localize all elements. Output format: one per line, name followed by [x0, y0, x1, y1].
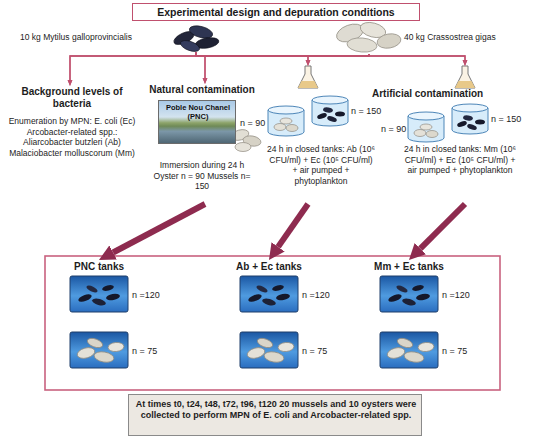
- group-heading: Ab + Ec tanks: [224, 261, 314, 273]
- flask-liquid: [455, 81, 475, 88]
- mussel-illustration: [172, 24, 220, 54]
- sample-size: n = 90: [240, 118, 265, 129]
- group-heading: PNC tanks: [54, 261, 144, 273]
- title-box: Experimental design and depuration condi…: [132, 3, 420, 21]
- tank-cylinder: [312, 96, 348, 126]
- sample-size: n = 150: [351, 106, 381, 117]
- flask-icon: [455, 66, 475, 88]
- transfer-arrow: [420, 204, 465, 249]
- sample-size: n = 90: [381, 124, 406, 135]
- flow-arrow: [196, 52, 205, 78]
- flask-outline: [455, 66, 475, 88]
- method-column: 24 h in closed tanks: Ab (10⁶ CFU/ml) + …: [262, 66, 380, 204]
- group-heading: Mm + Ec tanks: [364, 261, 454, 273]
- oyster-load: [76, 337, 124, 364]
- mussel-shell: [466, 123, 477, 131]
- tank-group: PNC tanksn =120n = 75: [62, 260, 188, 386]
- transfer-arrow: [113, 204, 205, 253]
- flow-arrow: [70, 54, 369, 80]
- oyster-shell: [420, 124, 432, 130]
- diagram-title: Experimental design and depuration condi…: [157, 6, 394, 18]
- depuration-tank: [380, 332, 438, 368]
- sample-size: n =120: [302, 290, 358, 301]
- tank-cylinder: [452, 104, 488, 134]
- tank-rim: [268, 106, 304, 114]
- transfer-arrow: [278, 204, 308, 247]
- oyster-shell: [346, 37, 377, 54]
- tank-rim: [312, 96, 348, 104]
- mussel-shell: [316, 112, 327, 120]
- sampling-note: At times t0, t24, t48, t72, t96, t120 20…: [133, 399, 419, 421]
- photo-caption: Poble Nou Chanel (PNC): [161, 103, 235, 121]
- tank-rim: [408, 112, 444, 120]
- oyster-shell: [286, 125, 298, 132]
- tank-cylinder: [408, 112, 444, 142]
- mussel-shell: [475, 120, 485, 125]
- oyster-shell: [414, 130, 426, 137]
- oyster-shell: [280, 118, 292, 124]
- sample-size: n =120: [442, 290, 498, 301]
- method-column: 24 h in closed tanks: Mm (10⁶ CFU/ml) + …: [384, 66, 538, 204]
- depuration-tank: [70, 332, 128, 368]
- flow-arrow: [196, 52, 465, 60]
- mussel-shell: [335, 112, 345, 117]
- tank-group: Ab + Ec tanksn =120n = 75: [232, 260, 358, 386]
- oyster-shell: [235, 143, 251, 152]
- method-column: Background levels of bacteriaEnumeration…: [4, 86, 140, 204]
- depuration-tank: [70, 276, 128, 312]
- flow-arrow: [205, 54, 369, 78]
- flow-arrow: [196, 52, 308, 60]
- flow-arrow: [308, 54, 369, 60]
- column-body: Immersion during 24 h Oyster n = 90 Muss…: [152, 160, 252, 192]
- oyster-shell: [426, 131, 438, 138]
- sample-size: n = 75: [302, 346, 358, 357]
- tank-cylinder: [268, 106, 304, 136]
- column-body: Enumeration by MPN: E. coli (Ec) Arcobac…: [4, 116, 140, 158]
- species-label: 10 kg Mytilus galloprovincialis: [20, 32, 172, 43]
- sample-size: n =120: [132, 290, 188, 301]
- depuration-tank: [240, 332, 298, 368]
- column-body: 24 h in closed tanks: Ab (10⁶ CFU/ml) + …: [266, 144, 376, 186]
- mussel-shell: [326, 115, 337, 123]
- mussel-load: [387, 284, 430, 307]
- oyster-shell: [376, 32, 402, 50]
- mussel-load: [77, 284, 120, 307]
- flow-arrow: [369, 54, 465, 60]
- tank-rim: [452, 104, 488, 112]
- oyster-illustration: [334, 20, 402, 53]
- flow-arrow: [70, 52, 196, 80]
- oyster-load: [246, 337, 294, 364]
- species-source: 10 kg Mytilus galloprovincialis: [20, 24, 220, 52]
- tank-group: Mm + Ec tanksn =120n = 75: [372, 260, 498, 386]
- column-heading: Background levels of bacteria: [18, 86, 126, 110]
- depuration-tank: [240, 276, 298, 312]
- oyster-shell: [274, 124, 286, 131]
- depuration-frame: [45, 256, 500, 390]
- site-photo: Poble Nou Chanel (PNC): [158, 100, 236, 144]
- depuration-tank: [380, 276, 438, 312]
- mussel-shell: [463, 115, 474, 122]
- flask-outline: [298, 66, 318, 88]
- column-heading: Natural contamination: [142, 84, 262, 96]
- mussel-shell: [179, 38, 201, 53]
- oyster-load: [386, 337, 434, 364]
- column-body: 24 h in closed tanks: Mm (10⁶ CFU/ml) + …: [400, 144, 520, 176]
- sample-size: n = 75: [132, 346, 188, 357]
- sample-size: n = 150: [491, 114, 521, 125]
- species-source: 40 kg Crassostrea gigas: [330, 22, 512, 54]
- method-column: Natural contaminationImmersion during 24…: [142, 84, 262, 204]
- mussel-shell: [456, 120, 467, 128]
- sampling-box: At times t0, t24, t48, t72, t96, t120 20…: [128, 394, 422, 436]
- species-label: 40 kg Crassostrea gigas: [404, 32, 512, 43]
- section-heading: Artificial contamination: [372, 88, 483, 100]
- mussel-load: [247, 284, 290, 307]
- sample-size: n = 75: [442, 346, 498, 357]
- mussel-shell: [323, 107, 334, 114]
- flask-icon: [298, 66, 318, 88]
- flask-liquid: [298, 81, 318, 88]
